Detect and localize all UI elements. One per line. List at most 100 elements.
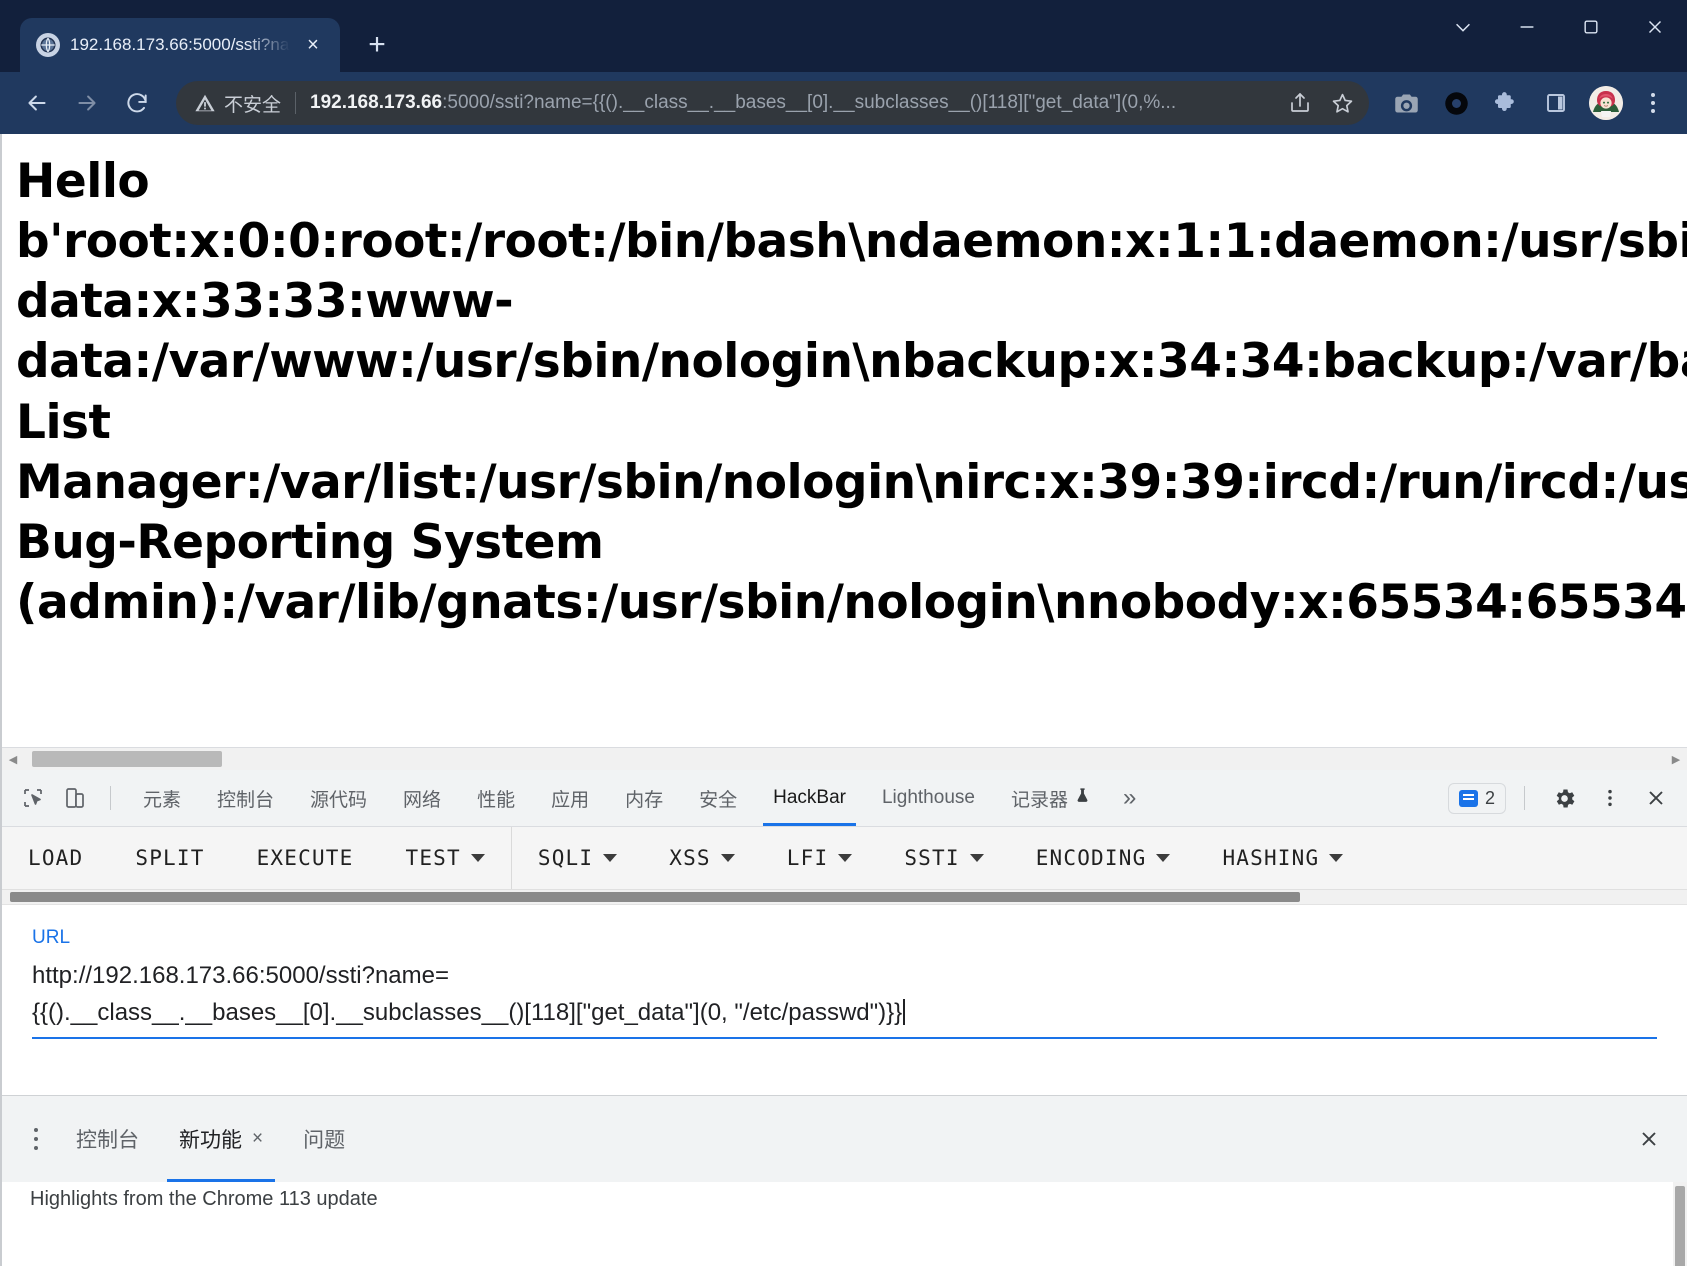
chevron-down-icon bbox=[1329, 854, 1344, 862]
drawer-close-icon[interactable] bbox=[1627, 1117, 1671, 1161]
drawer-tab-issues[interactable]: 问题 bbox=[283, 1096, 365, 1182]
hackbar-toolbar: LOAD SPLIT EXECUTE TEST SQLI XSS LFI SST… bbox=[2, 827, 1687, 890]
tab-lighthouse[interactable]: Lighthouse bbox=[864, 770, 993, 826]
devtools-close-icon[interactable] bbox=[1635, 777, 1677, 819]
drawer-toolbar-right bbox=[1627, 1117, 1687, 1161]
scroll-left-arrow-icon[interactable]: ◀ bbox=[8, 753, 18, 766]
hackbar-hashing-menu[interactable]: HASHING bbox=[1196, 827, 1369, 889]
page-horizontal-scrollbar[interactable]: ◀ ▶ bbox=[2, 747, 1687, 770]
puzzle-extension-icon[interactable] bbox=[1483, 80, 1529, 126]
tab-recorder[interactable]: 记录器 bbox=[993, 770, 1109, 826]
navigation-bar: 不安全 192.168.173.66:5000/ssti?name={{()._… bbox=[0, 72, 1687, 134]
devtools-tab-bar: 元素 控制台 源代码 网络 性能 应用 内存 安全 HackBar Lighth… bbox=[2, 770, 1687, 827]
tab-label: 网络 bbox=[403, 789, 442, 811]
scrollbar-track[interactable] bbox=[24, 748, 1665, 770]
close-icon[interactable] bbox=[1623, 0, 1687, 54]
tab-title: 192.168.173.66:5000/ssti?name= bbox=[70, 35, 290, 54]
globe-icon bbox=[36, 33, 60, 57]
avatar[interactable] bbox=[1589, 86, 1623, 120]
camera-icon[interactable] bbox=[1383, 80, 1429, 126]
toolbar-divider bbox=[110, 786, 111, 810]
omnibox-url: 192.168.173.66:5000/ssti?name={{().__cla… bbox=[310, 92, 1279, 114]
tab-memory[interactable]: 内存 bbox=[607, 770, 681, 826]
gear-icon[interactable] bbox=[1543, 777, 1585, 819]
more-tabs-icon[interactable]: » bbox=[1122, 784, 1137, 811]
devtools-panel: 元素 控制台 源代码 网络 性能 应用 内存 安全 HackBar Lighth… bbox=[0, 770, 1687, 1266]
maximize-icon[interactable] bbox=[1559, 0, 1623, 54]
scrollbar-thumb[interactable] bbox=[10, 892, 1300, 902]
omnibox-url-host: 192.168.173.66 bbox=[310, 92, 443, 113]
tab-label: 问题 bbox=[303, 1128, 346, 1152]
circle-record-icon[interactable] bbox=[1433, 80, 1479, 126]
hackbar-xss-menu[interactable]: XSS bbox=[643, 827, 761, 889]
minimize-icon[interactable] bbox=[1495, 0, 1559, 54]
hackbar-lfi-menu[interactable]: LFI bbox=[761, 827, 879, 889]
drawer-tab-console[interactable]: 控制台 bbox=[56, 1096, 159, 1182]
button-label: ENCODING bbox=[1035, 846, 1147, 870]
drawer-content: Highlights from the Chrome 113 update bbox=[2, 1181, 1687, 1266]
tab-network[interactable]: 网络 bbox=[385, 770, 459, 826]
tab-label: 控制台 bbox=[217, 789, 275, 811]
tab-label: HackBar bbox=[773, 787, 846, 808]
hackbar-test-menu[interactable]: TEST bbox=[380, 827, 511, 889]
tab-label: 记录器 bbox=[1010, 789, 1068, 811]
share-icon[interactable] bbox=[1279, 82, 1321, 124]
hackbar-horizontal-scrollbar[interactable] bbox=[2, 890, 1687, 905]
drawer-tab-whats-new[interactable]: 新功能 × bbox=[159, 1096, 283, 1182]
tab-strip: 192.168.173.66:5000/ssti?name= × + bbox=[0, 0, 400, 72]
hackbar-ssti-menu[interactable]: SSTI bbox=[878, 827, 1009, 889]
button-label: LFI bbox=[786, 846, 829, 870]
omnibox-divider bbox=[295, 92, 297, 114]
scrollbar-thumb[interactable] bbox=[1675, 1185, 1685, 1266]
button-label: EXECUTE bbox=[256, 846, 354, 870]
tab-security[interactable]: 安全 bbox=[681, 770, 755, 826]
kebab-menu-icon[interactable] bbox=[1633, 80, 1673, 126]
drawer-kebab-icon[interactable] bbox=[16, 1114, 56, 1164]
drawer-tab-close-icon[interactable]: × bbox=[252, 1127, 264, 1149]
button-label: SPLIT bbox=[135, 846, 205, 870]
hackbar-split-button[interactable]: SPLIT bbox=[109, 827, 230, 889]
omnibox[interactable]: 不安全 192.168.173.66:5000/ssti?name={{()._… bbox=[176, 81, 1369, 125]
star-icon[interactable] bbox=[1321, 82, 1363, 124]
url-input[interactable]: http://192.168.173.66:5000/ssti?name= {{… bbox=[32, 957, 1657, 1040]
inspect-element-icon[interactable] bbox=[12, 777, 54, 819]
tab-console[interactable]: 控制台 bbox=[199, 770, 292, 826]
side-panel-icon[interactable] bbox=[1533, 80, 1579, 126]
tab-elements[interactable]: 元素 bbox=[125, 770, 199, 826]
forward-button-icon[interactable] bbox=[64, 80, 110, 126]
back-button-icon[interactable] bbox=[14, 80, 60, 126]
window-controls bbox=[1431, 0, 1687, 54]
button-label: SQLI bbox=[537, 846, 594, 870]
tab-performance[interactable]: 性能 bbox=[459, 770, 533, 826]
tab-label: 应用 bbox=[551, 789, 590, 811]
devtools-kebab-icon[interactable] bbox=[1589, 777, 1631, 819]
tab-label: 源代码 bbox=[310, 789, 368, 811]
tab-close-icon[interactable]: × bbox=[307, 34, 319, 56]
tab-label: 安全 bbox=[699, 789, 738, 811]
tab-application[interactable]: 应用 bbox=[533, 770, 607, 826]
tab-label: 内存 bbox=[625, 789, 664, 811]
security-status-label: 不安全 bbox=[224, 94, 282, 116]
reload-button-icon[interactable] bbox=[114, 80, 160, 126]
button-label: LOAD bbox=[28, 846, 84, 870]
title-bar: 192.168.173.66:5000/ssti?name= × + bbox=[0, 0, 1687, 72]
drawer-content-text: Highlights from the Chrome 113 update bbox=[30, 1187, 378, 1210]
tab-hackbar[interactable]: HackBar bbox=[755, 770, 864, 826]
message-count-badge[interactable]: 2 bbox=[1447, 782, 1506, 814]
scrollbar-thumb[interactable] bbox=[32, 751, 222, 767]
hackbar-load-button[interactable]: LOAD bbox=[2, 827, 109, 889]
text-caret bbox=[903, 999, 906, 1026]
new-tab-button[interactable]: + bbox=[368, 28, 386, 61]
drawer-vertical-scrollbar[interactable] bbox=[1673, 1181, 1687, 1266]
hackbar-encoding-menu[interactable]: ENCODING bbox=[1010, 827, 1197, 889]
device-toolbar-icon[interactable] bbox=[54, 777, 96, 819]
hackbar-sqli-menu[interactable]: SQLI bbox=[512, 827, 643, 889]
browser-tab[interactable]: 192.168.173.66:5000/ssti?name= × bbox=[20, 18, 340, 72]
chevron-down-icon bbox=[838, 854, 853, 862]
scroll-right-arrow-icon[interactable]: ▶ bbox=[1671, 753, 1681, 766]
hackbar-execute-button[interactable]: EXECUTE bbox=[231, 827, 380, 889]
tab-sources[interactable]: 源代码 bbox=[292, 770, 385, 826]
chevron-down-icon[interactable] bbox=[1431, 0, 1495, 54]
chevron-down-icon bbox=[1156, 854, 1171, 862]
